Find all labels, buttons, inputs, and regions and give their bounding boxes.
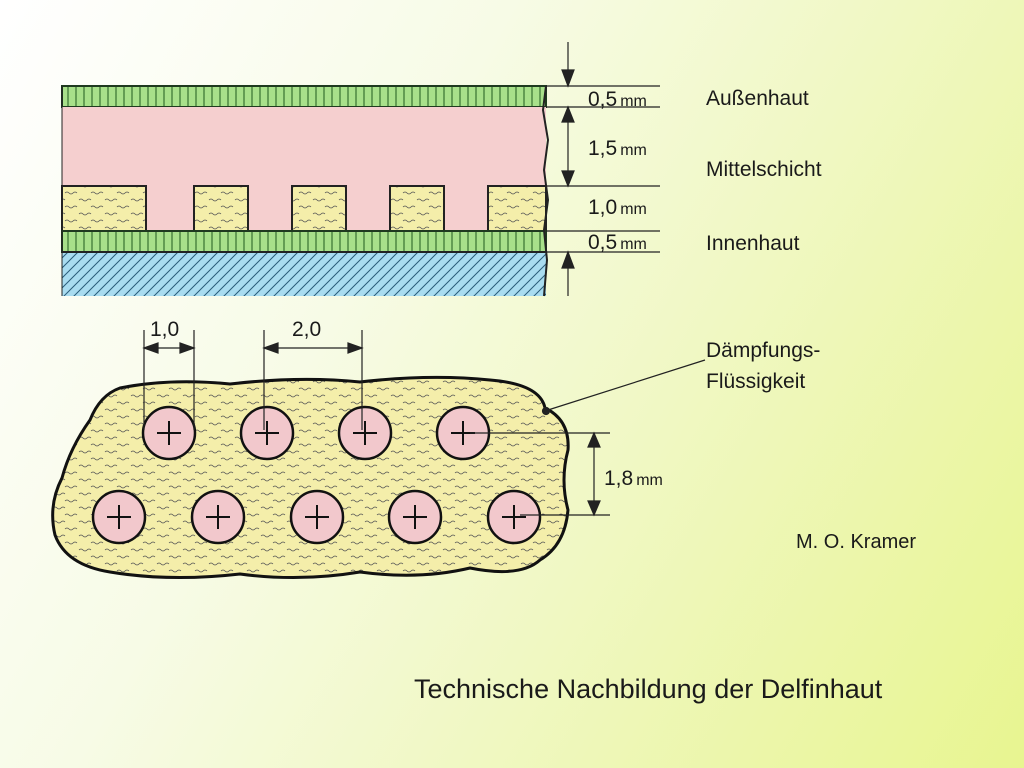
layer-2-unit: mm	[620, 142, 647, 159]
layer-cross-section	[61, 85, 550, 297]
plus-icon	[157, 421, 181, 445]
plus-icon	[206, 505, 230, 529]
dim-row-spacing-value: 1,8	[604, 467, 633, 490]
layer-4-value: 0,5	[588, 231, 617, 254]
svg-text:0,5mm: 0,5mm	[588, 231, 647, 254]
outer-skin-layer	[61, 85, 547, 108]
svg-text:1,5mm: 1,5mm	[588, 137, 647, 160]
label-middle-layer: Mittelschicht	[706, 158, 822, 181]
right-torn-edge	[541, 85, 550, 297]
plus-icon	[502, 505, 526, 529]
fluid-plan-view	[51, 375, 570, 580]
label-damping-fluid-1: Dämpfungs-	[706, 339, 820, 362]
plus-icon	[403, 505, 427, 529]
damping-block	[487, 185, 547, 232]
fluid-blob	[51, 375, 570, 580]
layer-3-value: 1,0	[588, 196, 617, 219]
svg-text:1,8mm: 1,8mm	[604, 467, 663, 490]
damping-block	[389, 185, 445, 232]
svg-text:0,5mm: 0,5mm	[588, 88, 647, 111]
dim-circle-spacing: 2,0	[292, 318, 321, 341]
inner-skin-layer	[61, 230, 547, 253]
upper-dimensions	[546, 42, 660, 296]
damping-block	[291, 185, 347, 232]
slide-title: Technische Nachbildung der Delfinhaut	[414, 674, 883, 704]
layer-4-unit: mm	[620, 236, 647, 253]
layer-2-value: 1,5	[588, 137, 617, 160]
label-outer-skin: Außenhaut	[706, 87, 809, 110]
label-inner-skin: Innenhaut	[706, 232, 800, 255]
fluid-layer-left	[61, 185, 147, 232]
lower-dimensions	[142, 330, 706, 517]
dim-row-spacing-unit: mm	[636, 472, 663, 489]
label-damping-fluid-2: Flüssigkeit	[706, 370, 805, 393]
author-credit: M. O. Kramer	[796, 531, 916, 553]
plus-icon	[255, 421, 279, 445]
dim-circle-diameter: 1,0	[150, 318, 179, 341]
base-hatched-layer	[62, 252, 546, 296]
svg-text:1,0mm: 1,0mm	[588, 196, 647, 219]
layer-1-value: 0,5	[588, 88, 617, 111]
circle-grid	[91, 405, 542, 545]
plus-icon	[353, 421, 377, 445]
layer-1-unit: mm	[620, 93, 647, 110]
plus-icon	[305, 505, 329, 529]
layer-3-unit: mm	[620, 201, 647, 218]
plus-icon	[107, 505, 131, 529]
damping-block	[193, 185, 249, 232]
